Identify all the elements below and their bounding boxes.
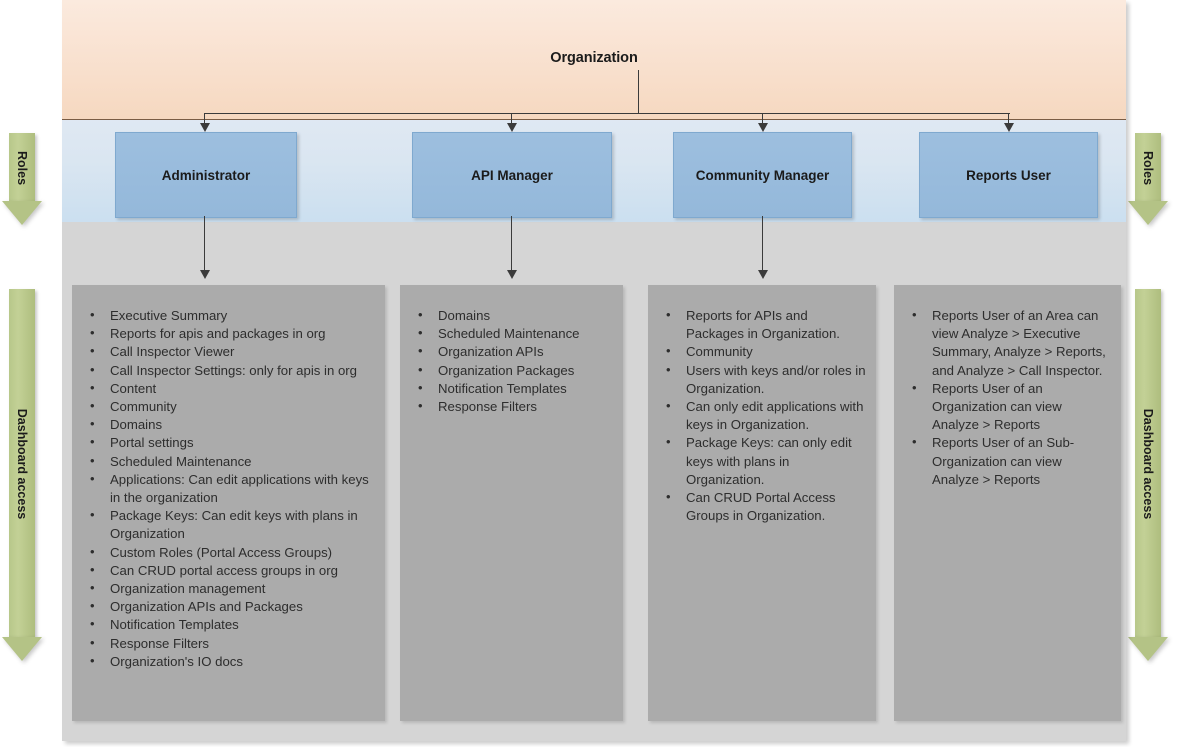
- arrowhead-to-api-manager: [507, 123, 517, 132]
- arrowhead-community-manager-details: [758, 270, 768, 279]
- permission-item: Can CRUD portal access groups in org: [90, 561, 375, 580]
- role-box-administrator-label: Administrator: [161, 167, 251, 183]
- permission-item: Reports User of an Sub-Organization can …: [912, 433, 1111, 489]
- role-box-reports-user[interactable]: Reports User: [919, 132, 1098, 218]
- permission-item: Domains: [418, 306, 613, 325]
- permission-item: Organization Packages: [418, 361, 613, 380]
- permission-item: Reports for apis and packages in org: [90, 324, 375, 343]
- permission-item: Portal settings: [90, 433, 375, 452]
- permission-item: Community: [666, 342, 866, 361]
- permission-list-reports-user: Reports User of an Area can view Analyze…: [904, 306, 1111, 489]
- left-dashboard-arrow-shaft: [9, 289, 35, 637]
- left-roles-arrow: Roles: [2, 133, 42, 225]
- arrowhead-api-manager-details: [507, 270, 517, 279]
- permission-item: Response Filters: [418, 397, 613, 416]
- left-roles-arrow-shaft: [9, 133, 35, 201]
- permission-item: Reports for APIs and Packages in Organiz…: [666, 306, 866, 343]
- permission-item: Executive Summary: [90, 306, 375, 325]
- permission-item: Can only edit applications with keys in …: [666, 397, 866, 434]
- permission-item: Response Filters: [90, 634, 375, 653]
- permission-item: Applications: Can edit applications with…: [90, 470, 375, 507]
- connector-to-api-manager: [511, 113, 512, 127]
- right-roles-arrow-shaft: [1135, 133, 1161, 201]
- left-dashboard-arrow: Dashboard access: [2, 289, 42, 661]
- role-box-api-manager[interactable]: API Manager: [412, 132, 612, 218]
- arrowhead-to-community-manager: [758, 123, 768, 132]
- permission-item: Organization APIs: [418, 342, 613, 361]
- permission-item: Notification Templates: [418, 379, 613, 398]
- connector-org-bus: [204, 113, 1010, 114]
- permission-item: Organization's IO docs: [90, 652, 375, 671]
- detail-panel-reports-user: Reports User of an Area can view Analyze…: [894, 285, 1121, 721]
- role-box-community-manager[interactable]: Community Manager: [673, 132, 852, 218]
- permission-item: Reports User of an Area can view Analyze…: [912, 306, 1111, 380]
- right-roles-arrow-head: [1128, 201, 1168, 225]
- permission-item: Package Keys: Can edit keys with plans i…: [90, 506, 375, 543]
- permission-list-administrator: Executive SummaryReports for apis and pa…: [82, 306, 375, 671]
- connector-to-community-manager: [762, 113, 763, 127]
- left-dashboard-arrow-label: Dashboard access: [15, 408, 29, 520]
- connector-org-stem: [638, 70, 639, 114]
- permission-item: Scheduled Maintenance: [90, 452, 375, 471]
- right-dashboard-arrow-head: [1128, 637, 1168, 661]
- arrowhead-to-reports-user: [1004, 123, 1014, 132]
- permission-item: Reports User of an Organization can view…: [912, 379, 1111, 435]
- arrowhead-to-administrator: [200, 123, 210, 132]
- detail-panel-administrator: Executive SummaryReports for apis and pa…: [72, 285, 385, 721]
- permission-item: Custom Roles (Portal Access Groups): [90, 543, 375, 562]
- connector-administrator-to-details: [204, 216, 205, 272]
- role-box-community-manager-label: Community Manager: [695, 167, 830, 183]
- detail-panel-api-manager: DomainsScheduled MaintenanceOrganization…: [400, 285, 623, 721]
- connector-to-reports-user: [1008, 113, 1009, 127]
- permission-item: Organization APIs and Packages: [90, 597, 375, 616]
- permission-item: Community: [90, 397, 375, 416]
- permission-item: Package Keys: can only edit keys with pl…: [666, 433, 866, 489]
- left-dashboard-arrow-head: [2, 637, 42, 661]
- left-roles-arrow-head: [2, 201, 42, 225]
- connector-community-manager-to-details: [762, 216, 763, 272]
- right-dashboard-arrow: Dashboard access: [1128, 289, 1168, 661]
- right-dashboard-arrow-shaft: [1135, 289, 1161, 637]
- right-roles-arrow: Roles: [1128, 133, 1168, 225]
- connector-api-manager-to-details: [511, 216, 512, 272]
- permission-list-community-manager: Reports for APIs and Packages in Organiz…: [658, 306, 866, 525]
- role-box-reports-user-label: Reports User: [966, 167, 1051, 183]
- permission-item: Content: [90, 379, 375, 398]
- permission-item: Scheduled Maintenance: [418, 324, 613, 343]
- org-roles-diagram: Organization Administrator API Manager C…: [62, 0, 1126, 741]
- permission-item: Users with keys and/or roles in Organiza…: [666, 361, 866, 398]
- left-roles-arrow-label: Roles: [15, 150, 29, 186]
- arrowhead-administrator-details: [200, 270, 210, 279]
- role-box-api-manager-label: API Manager: [471, 167, 553, 183]
- right-roles-arrow-label: Roles: [1141, 150, 1155, 186]
- permission-item: Organization management: [90, 579, 375, 598]
- permission-item: Notification Templates: [90, 615, 375, 634]
- permission-item: Can CRUD Portal Access Groups in Organiz…: [666, 488, 866, 525]
- page-title: Organization: [550, 50, 638, 66]
- permission-item: Call Inspector Settings: only for apis i…: [90, 361, 375, 380]
- permission-item: Domains: [90, 415, 375, 434]
- detail-panel-community-manager: Reports for APIs and Packages in Organiz…: [648, 285, 876, 721]
- role-box-administrator[interactable]: Administrator: [115, 132, 297, 218]
- permission-list-api-manager: DomainsScheduled MaintenanceOrganization…: [410, 306, 613, 416]
- organization-band: [62, 0, 1126, 120]
- right-dashboard-arrow-label: Dashboard access: [1141, 408, 1155, 520]
- permission-item: Call Inspector Viewer: [90, 342, 375, 361]
- connector-to-administrator: [204, 113, 205, 127]
